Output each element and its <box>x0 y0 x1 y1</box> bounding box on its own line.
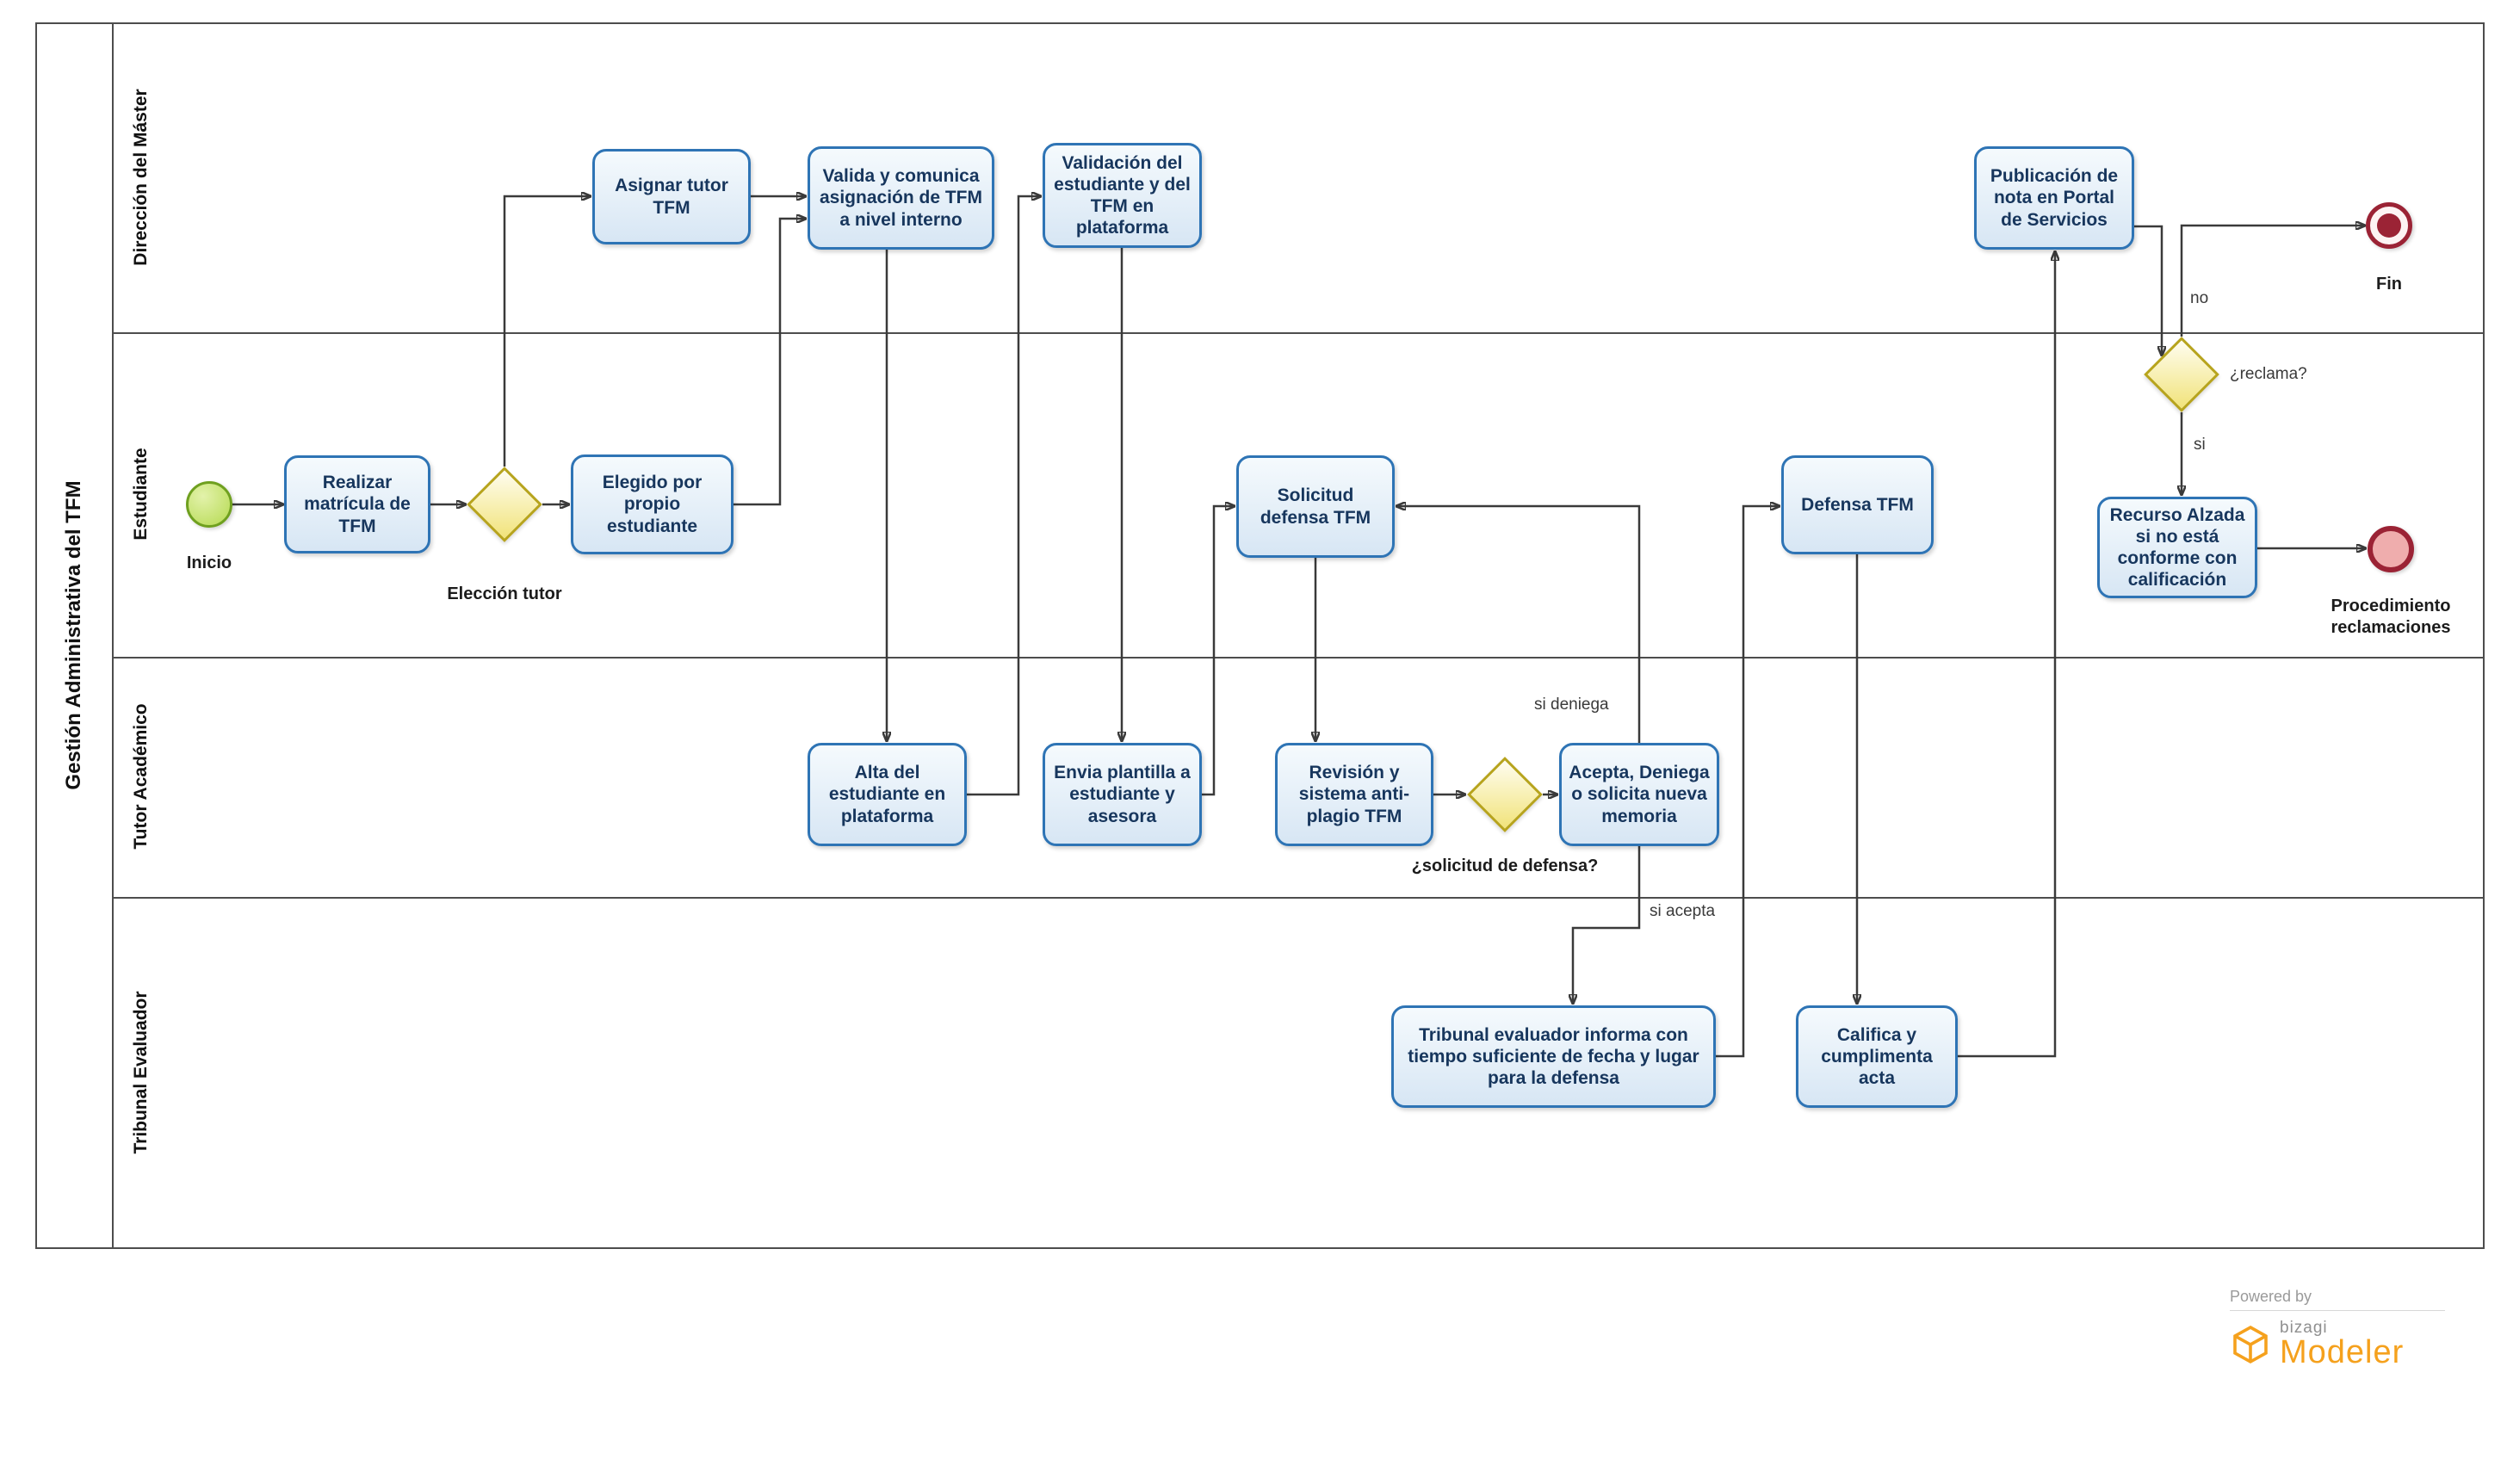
gateway-solicitud-defensa-label: ¿solicitud de defensa? <box>1411 856 1599 875</box>
task-defensa-tfm[interactable]: Defensa TFM <box>1781 455 1934 554</box>
end-event-procedimiento-label: Procedimiento reclamaciones <box>2331 597 2451 637</box>
flow-elegido-valida <box>734 219 805 506</box>
flow-label-no: no <box>2190 289 2209 307</box>
gateway-eleccion-tutor-label: Elección tutor <box>447 584 562 603</box>
task-asignar-tutor[interactable]: Asignar tutor TFM <box>592 149 751 244</box>
modeler-wordmark: Modeler <box>2280 1334 2405 1370</box>
flow-tribunal-defensa <box>1716 506 1779 1058</box>
task-alta-estudiante[interactable]: Alta del estudiante en plataforma <box>808 743 967 846</box>
task-envia-plantilla[interactable]: Envia plantilla a estudiante y asesora <box>1043 743 1202 846</box>
flow-plantilla-solicitud <box>1202 506 1234 796</box>
flow-label-si: si <box>2194 436 2206 454</box>
lane-divider <box>114 332 2485 334</box>
flow-si-acepta <box>1573 846 1641 1003</box>
flow-label-si-deniega: si deniega <box>1534 696 1609 714</box>
end-event-fin[interactable] <box>2366 202 2412 249</box>
powered-by-label: Powered by <box>2230 1288 2445 1311</box>
task-recurso-alzada[interactable]: Recurso Alzada si no está conforme con c… <box>2097 497 2257 598</box>
task-realizar-matricula[interactable]: Realizar matrícula de TFM <box>284 455 430 553</box>
end-event-procedimiento[interactable] <box>2368 526 2414 572</box>
task-califica-acta[interactable]: Califica y cumplimenta acta <box>1796 1005 1958 1108</box>
end-event-fin-label: Fin <box>2376 275 2402 294</box>
bizagi-cube-icon <box>2233 1326 2268 1364</box>
bizagi-wordmark: bizagi <box>2280 1319 2328 1337</box>
task-valida-comunica[interactable]: Valida y comunica asignación de TFM a ni… <box>808 146 994 250</box>
bizagi-branding: Powered by bizagi Modeler <box>2230 1288 2488 1370</box>
task-validacion-plataforma[interactable]: Validación del estudiante y del TFM en p… <box>1043 143 1202 248</box>
lane-divider <box>114 897 2485 899</box>
task-solicitud-defensa[interactable]: Solicitud defensa TFM <box>1236 455 1395 558</box>
task-tribunal-informa[interactable]: Tribunal evaluador informa con tiempo su… <box>1391 1005 1716 1108</box>
flow-no-fin <box>2180 226 2364 337</box>
flow-califica-publicacion <box>1958 252 2055 1058</box>
flow-label-si-acepta: si acepta <box>1650 902 1716 920</box>
flow-gateway-asignar <box>503 196 590 467</box>
task-publicacion-nota[interactable]: Publicación de nota en Portal de Servici… <box>1974 146 2134 250</box>
flow-publicacion-reclama <box>2134 225 2162 355</box>
start-event-label: Inicio <box>186 553 232 572</box>
pool-header <box>35 22 114 1249</box>
gateway-reclama-label: ¿reclama? <box>2230 365 2307 383</box>
start-event-inicio[interactable] <box>186 481 232 528</box>
task-acepta-deniega[interactable]: Acepta, Deniega o solicita nueva memoria <box>1559 743 1719 846</box>
task-revision-antiplagio[interactable]: Revisión y sistema anti-plagio TFM <box>1275 743 1433 846</box>
task-elegido-estudiante[interactable]: Elegido por propio estudiante <box>571 454 734 554</box>
flow-alta-validacion <box>967 196 1040 796</box>
lane-divider <box>114 657 2485 659</box>
terminate-dot-icon <box>2377 213 2401 238</box>
flow-si-deniega <box>1397 506 1641 743</box>
pool-gestion-tfm <box>35 22 2485 1249</box>
